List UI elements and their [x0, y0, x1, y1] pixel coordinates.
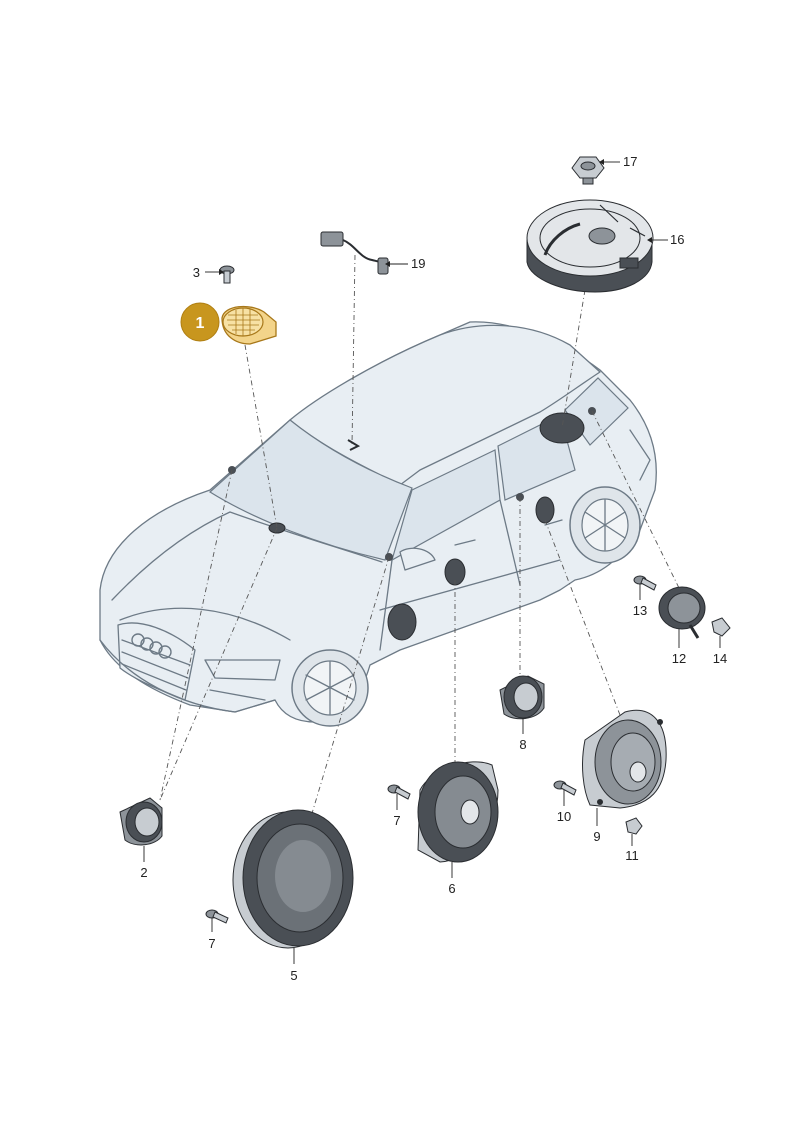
callout-ticks — [143, 161, 721, 964]
front-wheel — [291, 649, 369, 727]
part-13-screw — [633, 575, 657, 591]
callout-7-left: 7 — [208, 936, 215, 951]
side-mirror — [399, 547, 436, 571]
callout-16: 16 — [670, 232, 684, 247]
part-16-subwoofer — [526, 199, 654, 293]
callout-9: 9 — [593, 829, 600, 844]
part-7-screw-mid — [387, 784, 411, 800]
callout-3: 3 — [193, 265, 200, 280]
front-door-woofer-spot — [387, 603, 417, 641]
part-19-harness — [320, 231, 389, 275]
part-7-screw-left — [205, 909, 229, 924]
part-2-tweeter — [119, 797, 163, 846]
part-10-screw — [553, 780, 577, 796]
part-11-clip — [625, 817, 643, 835]
callout-7-mid: 7 — [393, 813, 400, 828]
part-3-screw — [219, 265, 235, 284]
part-9-speaker-bracket — [582, 709, 667, 809]
part-14-clip — [711, 617, 731, 637]
part-17-nut — [571, 156, 605, 185]
callout-19: 19 — [411, 256, 425, 271]
part-12-rear-speaker — [658, 586, 706, 639]
part-5-woofer — [232, 809, 354, 949]
callout-6: 6 — [448, 881, 455, 896]
callout-labels: 3 17 16 19 2 5 7 6 7 8 9 10 11 12 13 14 — [140, 154, 727, 983]
callout-10: 10 — [557, 809, 571, 824]
leader-lines — [159, 254, 681, 821]
part-8-tweeter — [499, 675, 545, 720]
callout-14: 14 — [713, 651, 727, 666]
callout-17: 17 — [623, 154, 637, 169]
part-6-midrange — [417, 761, 499, 863]
logo-rings — [131, 633, 172, 659]
part-1-tweeter-highlighted — [221, 305, 277, 345]
rear-parcel-speaker-spot — [539, 412, 585, 444]
callout-5: 5 — [290, 968, 297, 983]
grille — [117, 622, 196, 701]
rear-door-spot — [535, 496, 555, 524]
rear-wheel — [569, 486, 641, 564]
callout-arrowheads — [219, 159, 652, 275]
callout-2: 2 — [140, 865, 147, 880]
callout-11: 11 — [625, 848, 639, 863]
callout-12: 12 — [672, 651, 686, 666]
callout-13: 13 — [633, 603, 647, 618]
car-body — [99, 321, 657, 727]
callout-8: 8 — [519, 737, 526, 752]
badge-label: 1 — [196, 315, 205, 332]
windshield — [209, 419, 413, 561]
part-1-badge: 1 — [180, 302, 220, 342]
headlight — [204, 659, 281, 681]
